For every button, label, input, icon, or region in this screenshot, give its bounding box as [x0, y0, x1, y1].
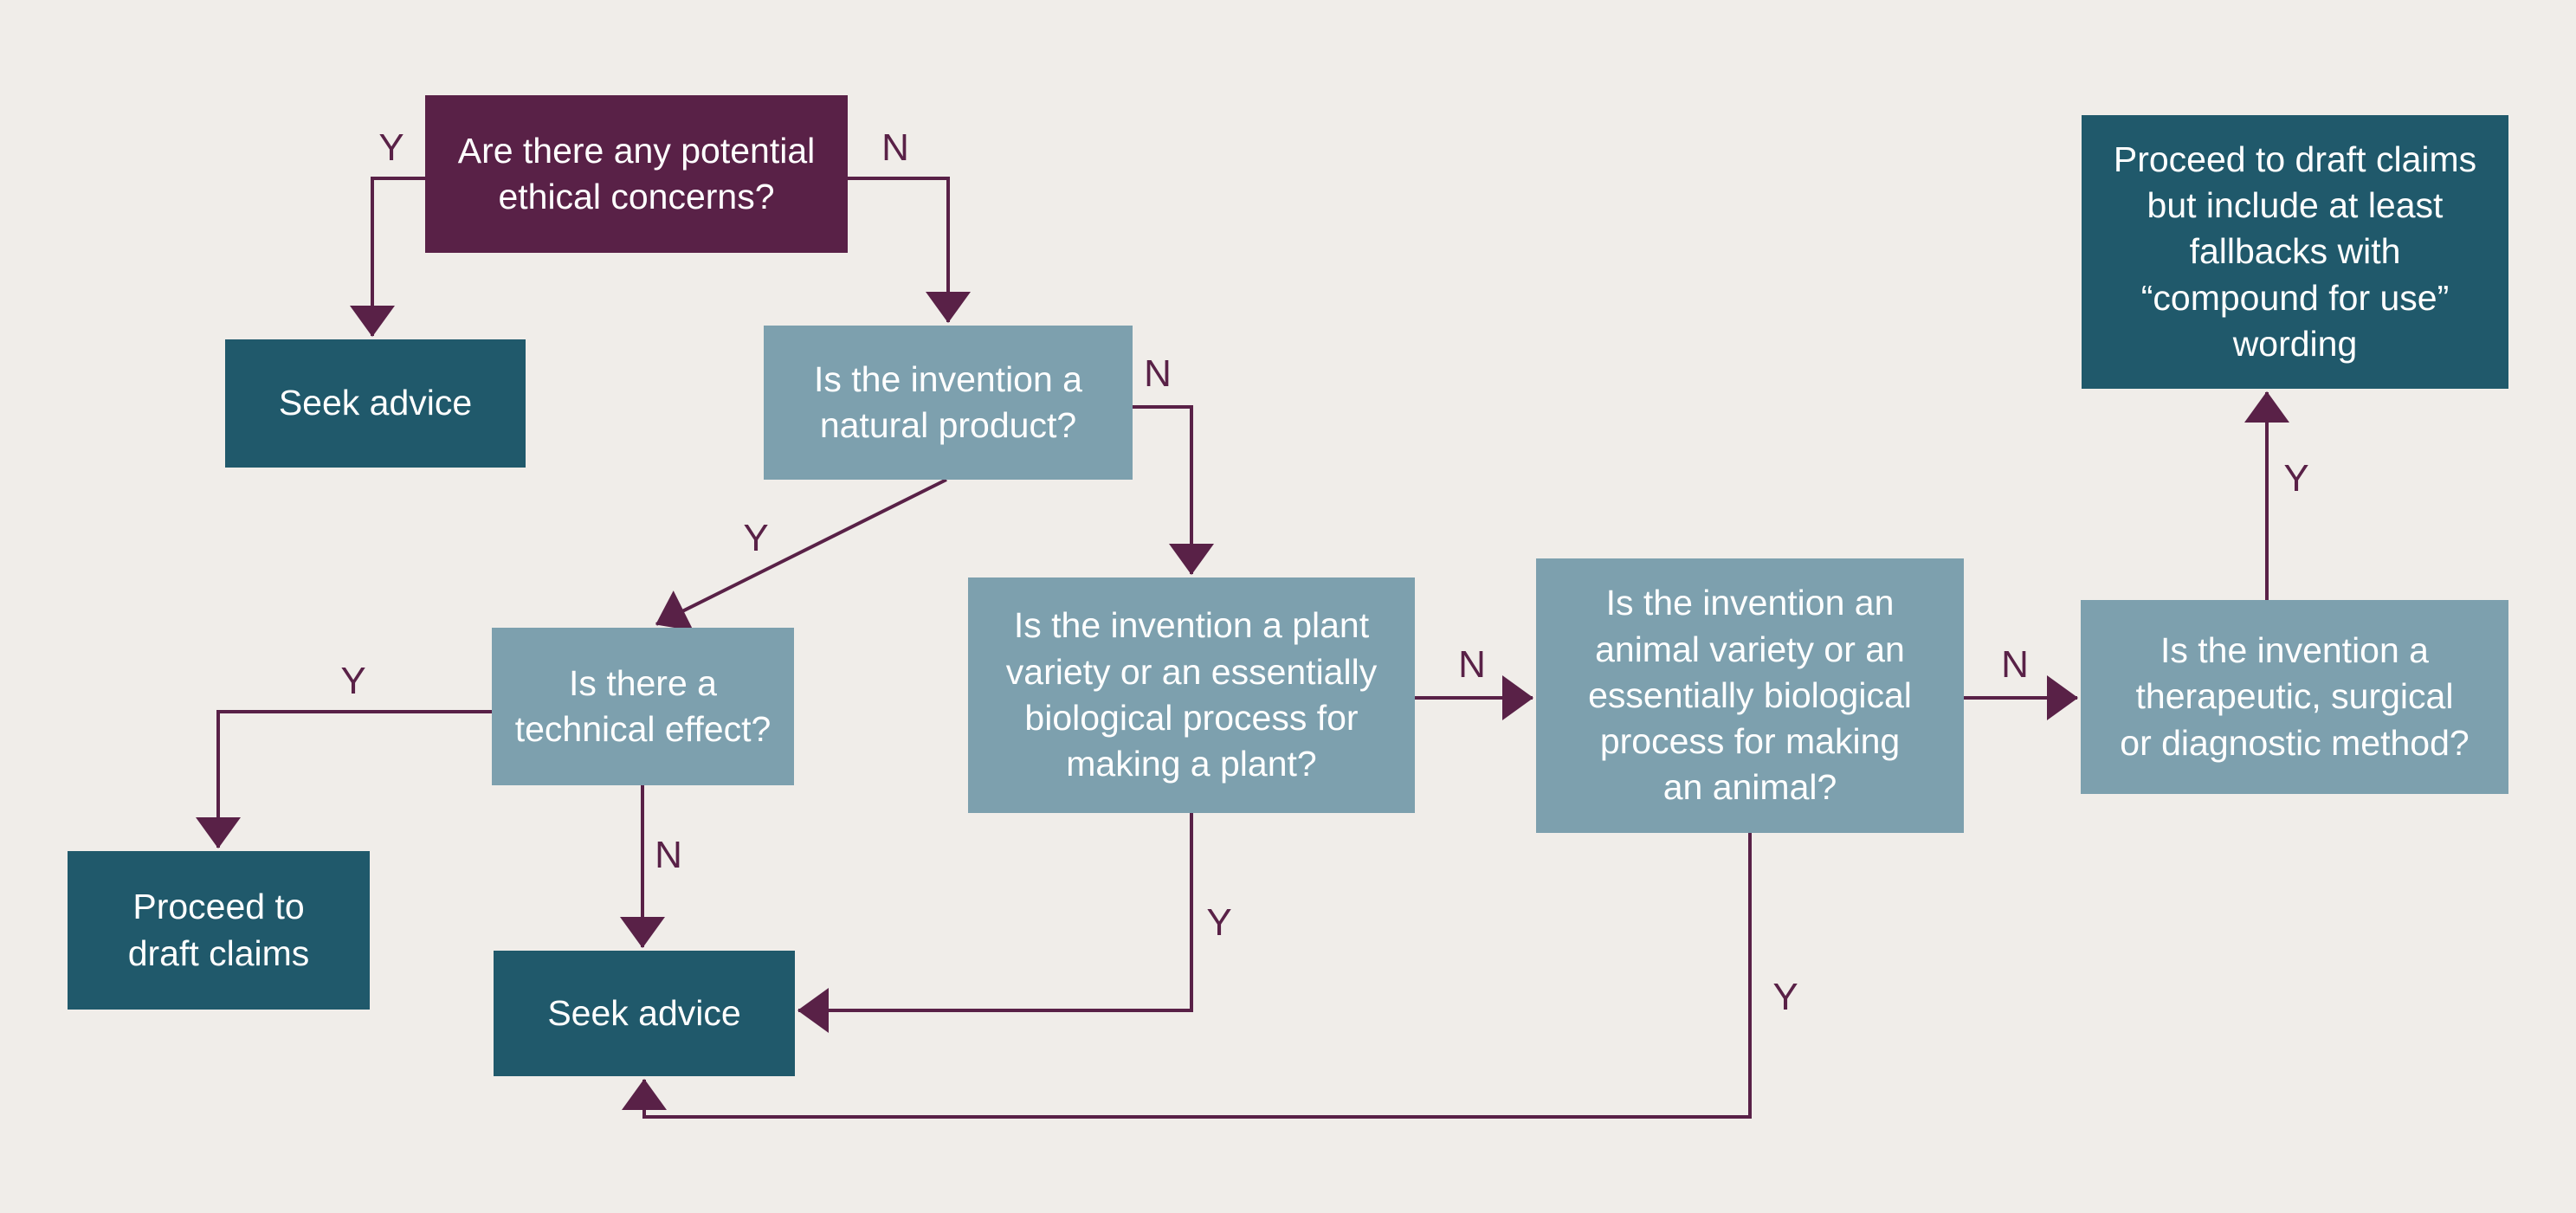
node-seek-advice-center: Seek advice — [494, 951, 795, 1076]
edge-natural-no — [1133, 405, 1214, 575]
edge-label-plant-yes: Y — [1206, 901, 1232, 944]
node-plant-variety-label: Is the invention a plant variety or an e… — [1005, 605, 1378, 784]
edge-label-technical-no: N — [655, 834, 682, 876]
edge-label-natural-no: N — [1144, 352, 1172, 395]
edge-label-natural-yes: Y — [743, 517, 769, 559]
node-therapeutic-method-label: Is the invention a therapeutic, surgical… — [2120, 630, 2469, 763]
edge-ethical-yes — [350, 177, 425, 337]
node-ethical-concerns: Are there any potential ethical concerns… — [425, 95, 848, 253]
node-therapeutic-method: Is the invention a therapeutic, surgical… — [2081, 600, 2508, 794]
node-proceed-draft-claims: Proceed to draft claims — [68, 851, 370, 1010]
node-technical-effect: Is there a technical effect? — [492, 628, 794, 785]
node-natural-product-label: Is the invention a natural product? — [814, 358, 1082, 445]
edge-label-ethical-no: N — [881, 126, 909, 169]
edge-label-animal-no: N — [2001, 643, 2029, 686]
edge-label-technical-yes: Y — [340, 660, 366, 702]
edge-technical-yes — [196, 710, 492, 848]
node-animal-variety: Is the invention an animal variety or an… — [1536, 558, 1964, 833]
node-natural-product: Is the invention a natural product? — [764, 326, 1133, 480]
node-proceed-fallbacks: Proceed to draft claims but include at l… — [2082, 115, 2508, 389]
edge-label-ethical-yes: Y — [378, 126, 404, 169]
edge-label-therapeutic-yes: Y — [2283, 457, 2309, 500]
node-plant-variety: Is the invention a plant variety or an e… — [968, 577, 1415, 813]
edge-ethical-no — [848, 177, 971, 323]
edge-natural-yes — [655, 478, 947, 631]
node-seek-advice-left-label: Seek advice — [278, 383, 473, 423]
node-proceed-draft-claims-label: Proceed to draft claims — [127, 887, 310, 973]
node-animal-variety-label: Is the invention an animal variety or an… — [1588, 583, 1912, 808]
node-seek-advice-center-label: Seek advice — [547, 992, 741, 1033]
node-proceed-fallbacks-label: Proceed to draft claims but include at l… — [2113, 139, 2477, 364]
edge-label-plant-no: N — [1458, 643, 1486, 686]
node-technical-effect-label: Is there a technical effect? — [514, 662, 772, 749]
edge-animal-yes — [622, 833, 1752, 1119]
edge-label-animal-yes: Y — [1772, 976, 1798, 1018]
node-ethical-concerns-label: Are there any potential ethical concerns… — [457, 130, 816, 216]
edge-plant-yes — [797, 813, 1193, 1033]
node-seek-advice-left: Seek advice — [225, 339, 526, 468]
